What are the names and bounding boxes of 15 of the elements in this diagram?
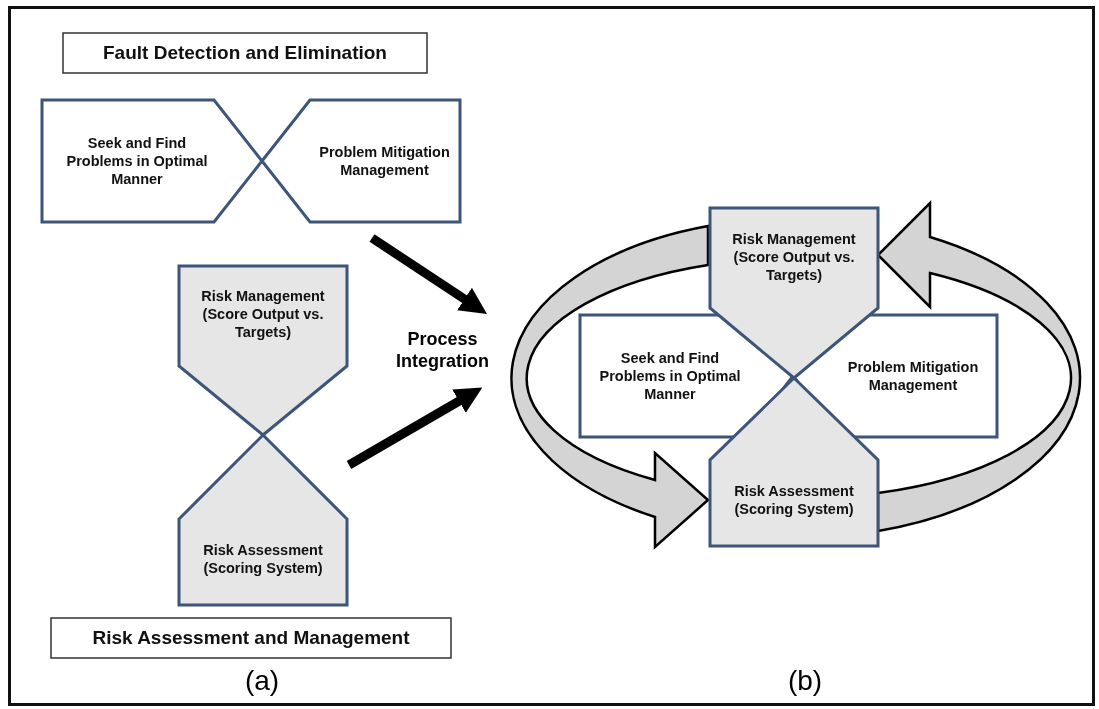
node-text: Risk Assessment (Scoring System) xyxy=(733,482,855,518)
panel-label: (b) xyxy=(786,664,824,698)
arrow xyxy=(346,387,483,469)
process-label: Process Integration xyxy=(395,328,490,372)
node-text: Seek and Find Problems in Optimal Manner xyxy=(598,349,742,403)
node-text: Risk Assessment and Management xyxy=(92,629,410,647)
node-text: Fault Detection and Elimination xyxy=(103,44,387,62)
node-text: Risk Assessment (Scoring System) xyxy=(202,541,324,577)
node-text: Risk Management (Score Output vs. Targets) xyxy=(200,287,326,341)
node-text: Problem Mitigation Management xyxy=(318,143,451,179)
node-text: Problem Mitigation Management xyxy=(846,358,980,394)
node-text: Risk Management (Score Output vs. Targets) xyxy=(731,230,857,284)
node-text: Seek and Find Problems in Optimal Manner xyxy=(65,134,209,188)
arrow xyxy=(369,234,487,314)
panel-label: (a) xyxy=(243,664,281,698)
